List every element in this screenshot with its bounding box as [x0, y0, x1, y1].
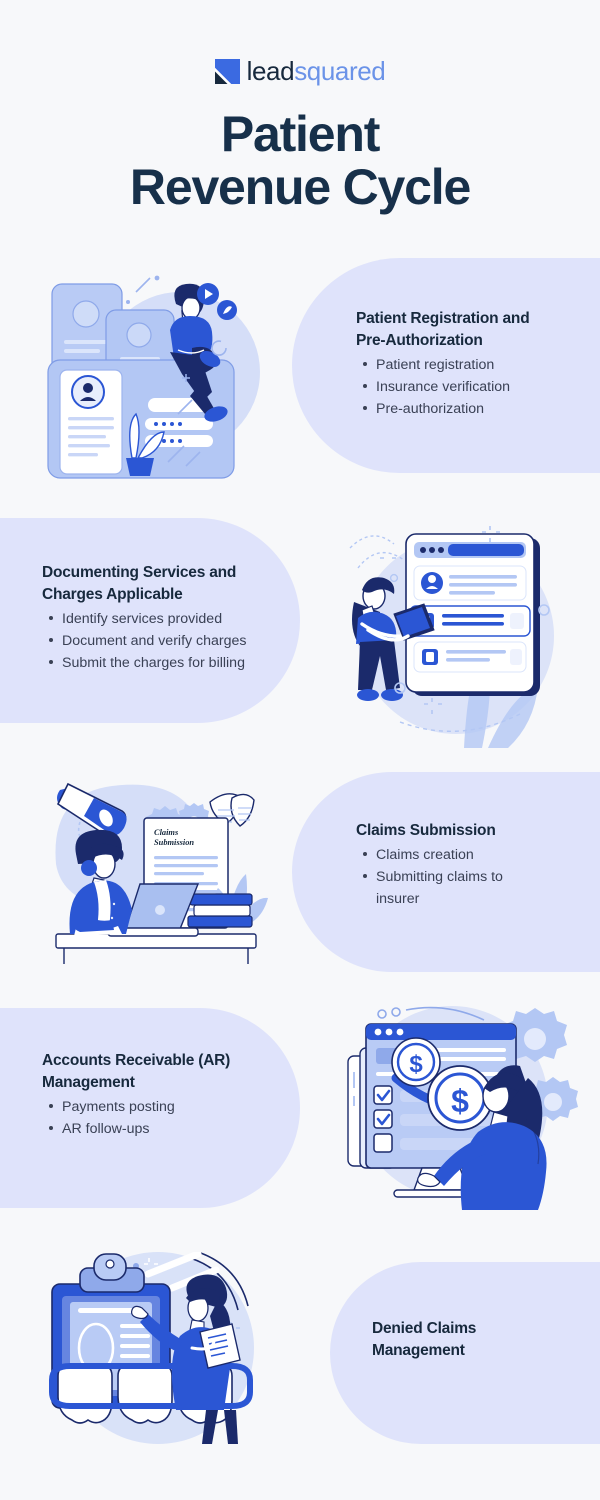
list-item-label: Document and verify charges: [62, 633, 247, 649]
list-item-label: Insurance verification: [376, 379, 511, 395]
section-4-heading: Accounts Receivable (AR) Management: [42, 1050, 282, 1094]
bullet-dot-icon: [363, 362, 367, 366]
denied-claims-illustration: [40, 1252, 280, 1452]
section-1-heading-line1: Patient Registration and: [356, 310, 530, 327]
list-item-label: Payments posting: [62, 1099, 175, 1115]
leadsquared-logo-mark-icon: [214, 58, 240, 84]
section-1-heading-line2: Pre-Authorization: [356, 332, 483, 349]
brand-wordmark-squared: squared: [294, 56, 386, 86]
list-item: Identify services provided: [49, 608, 292, 630]
claims-doc-label-line1: Claims: [154, 828, 178, 837]
brand-wordmark-lead: lead: [246, 56, 295, 86]
ar-management-illustration: $ $: [330, 1000, 578, 1210]
section-1-text: Patient Registration and Pre-Authorizati…: [356, 308, 586, 420]
section-2-bullet-list: Identify services provided Document and …: [42, 608, 292, 674]
bullet-dot-icon: [363, 384, 367, 388]
section-5-heading-line2: Management: [372, 1342, 465, 1359]
list-item-label: AR follow-ups: [62, 1121, 150, 1137]
svg-text:$: $: [451, 1083, 469, 1119]
list-item: Patient registration: [363, 354, 586, 376]
bullet-dot-icon: [49, 1126, 53, 1130]
section-4-text: Accounts Receivable (AR) Management Paym…: [42, 1050, 282, 1140]
list-item-label: Pre-authorization: [376, 401, 485, 417]
section-1-heading: Patient Registration and Pre-Authorizati…: [356, 308, 586, 352]
list-item-label: Identify services provided: [62, 611, 223, 627]
section-4-heading-line2: Management: [42, 1074, 135, 1091]
page-title-line1: Patient: [220, 106, 381, 162]
section-4-bullet-list: Payments posting AR follow-ups: [42, 1096, 282, 1140]
section-5-heading: Denied Claims Management: [372, 1318, 572, 1362]
list-item-label: Claims creation: [376, 847, 474, 863]
section-2-heading: Documenting Services and Charges Applica…: [42, 562, 292, 606]
list-item: Submitting claims to insurer: [363, 866, 506, 910]
documenting-illustration: [338, 518, 568, 748]
page-title: Patient Revenue Cycle: [0, 108, 600, 214]
list-item: Payments posting: [49, 1096, 282, 1118]
list-item: Pre-authorization: [363, 398, 586, 420]
section-3-text: Claims Submission Claims creation Submit…: [356, 820, 556, 910]
bullet-dot-icon: [49, 638, 53, 642]
section-4-heading-line1: Accounts Receivable (AR): [42, 1052, 231, 1069]
section-2-heading-line2: Charges Applicable: [42, 586, 183, 603]
section-5-text: Denied Claims Management: [372, 1318, 572, 1364]
list-item-label: Patient registration: [376, 357, 495, 373]
section-5-heading-line1: Denied Claims: [372, 1320, 477, 1337]
list-item: Document and verify charges: [49, 630, 292, 652]
list-item: Insurance verification: [363, 376, 586, 398]
section-3-blob: [292, 772, 600, 972]
svg-text:$: $: [409, 1051, 423, 1078]
registration-illustration: [40, 262, 275, 497]
list-item: Submit the charges for billing: [49, 652, 292, 674]
section-3-bullet-list: Claims creation Submitting claims to ins…: [356, 844, 556, 910]
list-item: Claims creation: [363, 844, 556, 866]
bullet-dot-icon: [49, 1104, 53, 1108]
section-5-blob: [330, 1262, 600, 1444]
brand-logo: leadsquared: [0, 58, 600, 84]
section-2-text: Documenting Services and Charges Applica…: [42, 562, 292, 674]
list-item-label: Submitting claims to insurer: [376, 869, 503, 907]
claims-illustration: Claims Submission: [42, 768, 272, 980]
section-3-heading: Claims Submission: [356, 822, 496, 839]
claims-doc-label-line2: Submission: [154, 838, 194, 847]
bullet-dot-icon: [49, 660, 53, 664]
page-title-line2: Revenue Cycle: [129, 159, 471, 215]
section-1-blob: [292, 258, 600, 473]
bullet-dot-icon: [363, 406, 367, 410]
bullet-dot-icon: [49, 616, 53, 620]
bullet-dot-icon: [363, 852, 367, 856]
section-1-bullet-list: Patient registration Insurance verificat…: [356, 354, 586, 420]
list-item: AR follow-ups: [49, 1118, 282, 1140]
list-item-label: Submit the charges for billing: [62, 655, 245, 671]
section-2-blob: [0, 518, 300, 723]
brand-wordmark: leadsquared: [247, 58, 386, 84]
bullet-dot-icon: [363, 874, 367, 878]
section-4-blob: [0, 1008, 300, 1208]
section-2-heading-line1: Documenting Services and: [42, 564, 237, 581]
